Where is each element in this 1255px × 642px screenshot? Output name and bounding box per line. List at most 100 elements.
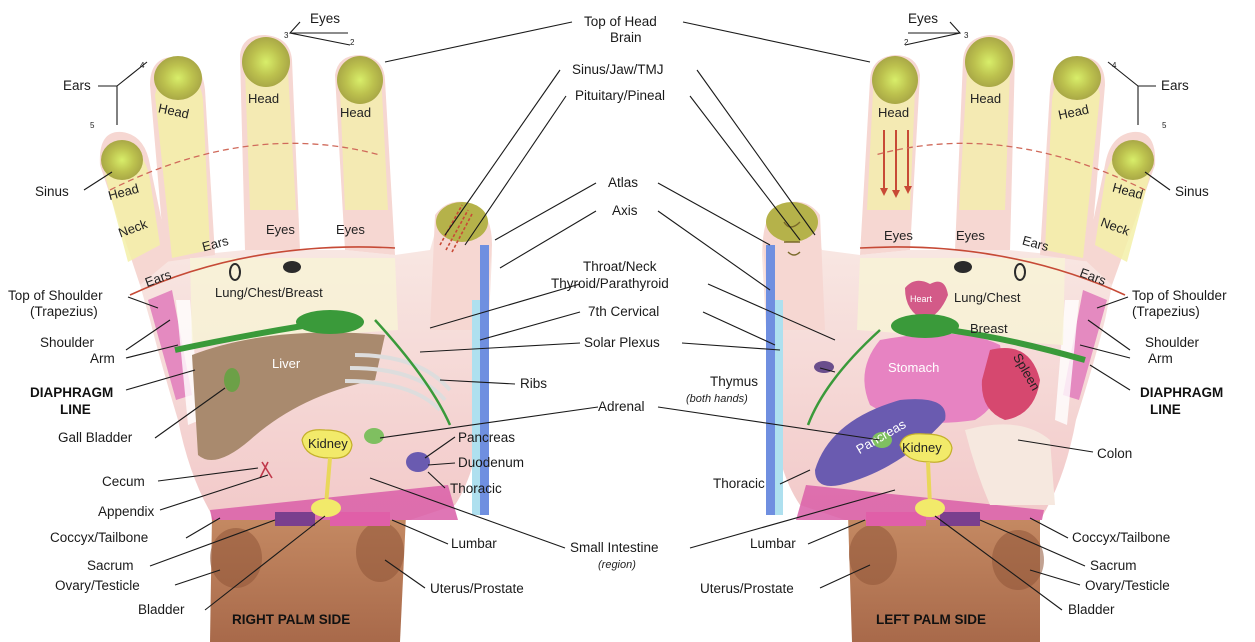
right-shoulder-label: Shoulder (40, 335, 95, 350)
right-appendix-label: Appendix (98, 504, 155, 519)
left-ring-tip (1053, 56, 1101, 100)
left-thymus-label: Thymus (710, 374, 758, 389)
left-num-3: 3 (964, 31, 969, 40)
left-bladder (915, 499, 945, 517)
right-eyes-label-middle: Eyes (266, 222, 295, 237)
center-labels: Top of Head Brain Sinus/Jaw/TMJ Pituitar… (551, 14, 669, 571)
right-spine-blue (480, 245, 489, 515)
atlas-label: Atlas (608, 175, 638, 190)
left-thoracic-label: Thoracic (713, 476, 765, 491)
right-eyes-label: Eyes (310, 11, 340, 26)
left-spine-blue (766, 245, 775, 515)
right-eye-icon (283, 261, 301, 273)
right-wrist-uterus-spot (356, 522, 404, 582)
left-shoulder-label: Shoulder (1145, 335, 1200, 350)
right-coccyx-label: Coccyx/Tailbone (50, 530, 148, 545)
right-num-3: 3 (284, 31, 289, 40)
left-trapezius-label: (Trapezius) (1132, 304, 1200, 319)
right-pancreas-label: Pancreas (458, 430, 515, 445)
right-cecum-label: Cecum (102, 474, 145, 489)
left-palm-caption: LEFT PALM SIDE (876, 612, 986, 627)
left-ears-label: Ears (1161, 78, 1189, 93)
small-intestine-label: Small Intestine (570, 540, 659, 555)
right-line-label: LINE (60, 402, 91, 417)
left-line-label: LINE (1150, 402, 1181, 417)
left-hand: Head Head Head Head Neck Eyes Eyes Ears … (762, 35, 1155, 642)
left-sacrum-label: Sacrum (1090, 558, 1137, 573)
left-sinus-label: Sinus (1175, 184, 1209, 199)
thyroid-label: Thyroid/Parathyroid (551, 276, 669, 291)
right-gall-bladder-label: Gall Bladder (58, 430, 133, 445)
right-top-of-shoulder-label: Top of Shoulder (8, 288, 103, 303)
left-lumbar-band (866, 512, 926, 526)
right-palm-caption: RIGHT PALM SIDE (232, 612, 350, 627)
left-eyes-label-middle: Eyes (956, 228, 985, 243)
left-breast-label: Breast (970, 321, 1008, 336)
right-ears-label: Ears (63, 78, 91, 93)
right-bladder-label: Bladder (138, 602, 185, 617)
right-wrist-ovary-spot (210, 528, 262, 588)
left-stomach-label: Stomach (888, 360, 939, 375)
adrenal-label: Adrenal (598, 399, 645, 414)
solar-plexus-label: Solar Plexus (584, 335, 660, 350)
brain-label: Brain (610, 30, 642, 45)
left-index-tip (872, 56, 918, 104)
left-lumbar-label: Lumbar (750, 536, 796, 551)
left-middle-tip (965, 37, 1013, 87)
left-num-2: 2 (904, 38, 909, 47)
left-head-label-middle: Head (970, 91, 1001, 106)
pituitary-pineal-label: Pituitary/Pineal (575, 88, 665, 103)
axis-label: Axis (612, 203, 638, 218)
left-arm-label: Arm (1148, 351, 1173, 366)
left-diaphragm-label: DIAPHRAGM (1140, 385, 1223, 400)
right-index-tip (337, 56, 383, 104)
right-num-5: 5 (90, 121, 95, 130)
right-trapezius-label: (Trapezius) (30, 304, 98, 319)
left-eyes-label: Eyes (908, 11, 938, 26)
left-heart-label: Heart (910, 294, 933, 304)
left-kidney-label: Kidney (902, 440, 942, 455)
right-arm-label: Arm (90, 351, 115, 366)
left-eye-icon (954, 261, 972, 273)
sinus-jaw-tmj-label: Sinus/Jaw/TMJ (572, 62, 664, 77)
right-ribs-label: Ribs (520, 376, 547, 391)
right-diaphragm-label: DIAPHRAGM (30, 385, 113, 400)
left-num-4: 4 (1112, 61, 1117, 70)
left-head-label-index: Head (878, 105, 909, 120)
left-wrist-ovary-spot (992, 530, 1044, 590)
throat-neck-label: Throat/Neck (583, 259, 657, 274)
left-bladder-label: Bladder (1068, 602, 1115, 617)
right-lumbar-label: Lumbar (451, 536, 497, 551)
right-duodenum-label: Duodenum (458, 455, 524, 470)
right-duodenum (406, 452, 430, 472)
right-sinus-label: Sinus (35, 184, 69, 199)
right-uterus-label: Uterus/Prostate (430, 581, 524, 596)
left-wrist-uterus-spot (849, 525, 897, 585)
left-both-hands-label: (both hands) (686, 393, 748, 405)
right-thoracic-label: Thoracic (450, 481, 502, 496)
right-eyes-label-index: Eyes (336, 222, 365, 237)
right-adrenal (364, 428, 384, 444)
top-of-head-label: Top of Head (584, 14, 657, 29)
right-sacrum-band (275, 512, 315, 526)
left-coccyx-label: Coccyx/Tailbone (1072, 530, 1170, 545)
right-kidney-label: Kidney (308, 436, 348, 451)
right-middle-tip (242, 37, 290, 87)
right-ovary-label: Ovary/Testicle (55, 578, 140, 593)
right-ring-tip (154, 56, 202, 100)
right-diaphragm-solar (296, 310, 364, 334)
right-hand: Head Head Head Head Neck Ears Ears Eyes … (100, 35, 492, 642)
right-num-4: 4 (140, 61, 145, 70)
right-head-label-index: Head (340, 105, 371, 120)
right-bladder (311, 499, 341, 517)
left-num-5: 5 (1162, 121, 1167, 130)
right-sacrum-label: Sacrum (87, 558, 134, 573)
right-num-2: 2 (350, 38, 355, 47)
right-pinky-tip (101, 140, 143, 180)
region-label: (region) (598, 559, 636, 571)
left-uterus-label: Uterus/Prostate (700, 581, 794, 596)
right-lung-label: Lung/Chest/Breast (215, 285, 323, 300)
right-liver-label: Liver (272, 356, 301, 371)
left-top-of-shoulder-label: Top of Shoulder (1132, 288, 1227, 303)
